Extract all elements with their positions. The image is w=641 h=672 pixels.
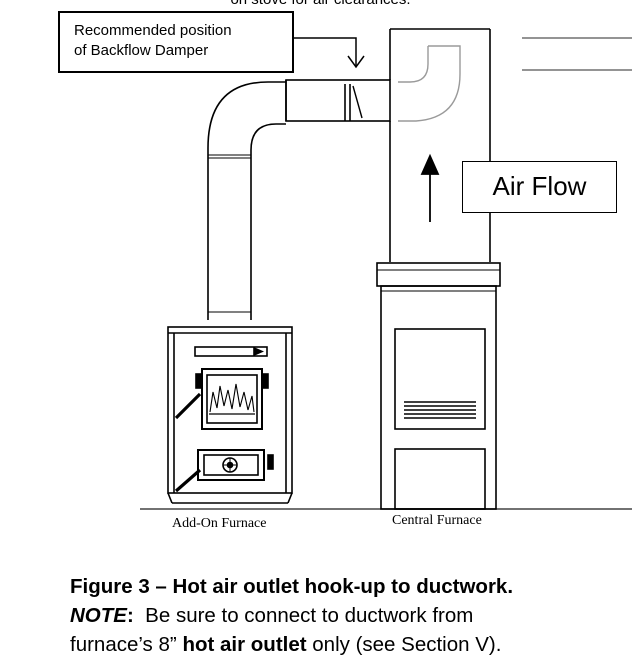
flue-pipe bbox=[207, 81, 286, 320]
central-duct bbox=[389, 28, 491, 262]
airflow-arrow bbox=[420, 153, 440, 222]
furnace-grille bbox=[404, 401, 476, 419]
figure-caption: Figure 3 – Hot air outlet hook-up to duc… bbox=[70, 572, 640, 659]
note-colon: : bbox=[126, 604, 134, 627]
wall-lines bbox=[522, 37, 632, 71]
airflow-label-box: Air Flow bbox=[462, 161, 617, 213]
central-furnace-label: Central Furnace bbox=[392, 513, 482, 528]
connector-duct bbox=[285, 79, 391, 122]
caption-title: Figure 3 – Hot air outlet hook-up to duc… bbox=[70, 575, 514, 598]
caption-note-line-1: NOTE: Be sure to connect to ductwork fro… bbox=[70, 601, 640, 630]
note-text-2b: only (see Section V). bbox=[306, 633, 502, 656]
add-on-furnace bbox=[167, 326, 293, 504]
note-bold-outlet: hot air outlet bbox=[182, 633, 307, 656]
central-furnace bbox=[376, 262, 501, 510]
damper-callout-box: Recommended position of Backflow Damper bbox=[58, 11, 294, 73]
note-text-1: Be sure to connect to ductwork from bbox=[133, 604, 474, 627]
callout-line-2: of Backflow Damper bbox=[74, 42, 209, 59]
note-text-2a: furnace’s 8” bbox=[70, 633, 183, 656]
add-on-furnace-label: Add-On Furnace bbox=[172, 516, 267, 531]
duct-elbow bbox=[398, 45, 461, 122]
backflow-damper bbox=[352, 85, 363, 119]
note-label: NOTE bbox=[70, 604, 127, 627]
header-fragment: on stove for air clearances. bbox=[0, 0, 641, 8]
door-handles bbox=[174, 392, 202, 493]
callout-line-1: Recommended position bbox=[74, 22, 232, 39]
caption-note-line-2: furnace’s 8” hot air outlet only (see Se… bbox=[70, 630, 640, 659]
callout-arrow bbox=[294, 37, 365, 69]
